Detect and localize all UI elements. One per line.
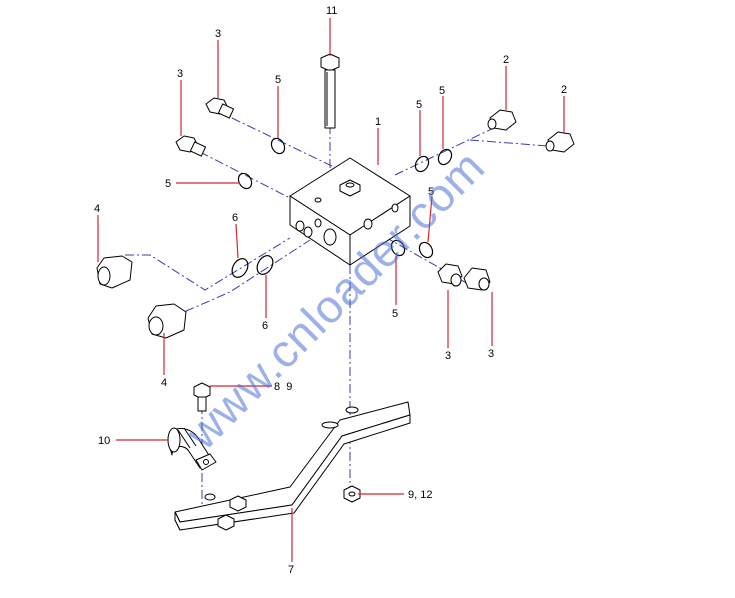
fitting-3-upper-left-a (205, 97, 235, 119)
fitting-2-right-a (487, 109, 517, 131)
callout-5-a: 5 (275, 74, 281, 86)
callout-5-e: 5 (428, 186, 434, 198)
callout-5-c: 5 (416, 99, 422, 111)
callout-1: 1 (375, 116, 381, 128)
callout-2-b: 2 (561, 84, 567, 96)
callout-3-d: 3 (488, 348, 494, 360)
callout-9-12: 9, 12 (408, 489, 432, 501)
callout-labels: 11 1 2 2 3 3 5 5 5 5 5 5 4 4 6 6 3 3 8 9… (94, 5, 567, 576)
bracket-plate (174, 401, 411, 531)
fitting-2-right-b (545, 131, 575, 153)
fitting-3-lower-right-a (437, 263, 463, 287)
callout-5-d: 5 (439, 85, 445, 97)
callout-5-f: 5 (392, 308, 398, 320)
callout-5-b: 5 (165, 178, 171, 190)
clamp-bolt (193, 382, 211, 412)
callout-4-b: 4 (161, 377, 167, 389)
callout-3-c: 3 (445, 350, 451, 362)
callout-3-a: 3 (215, 28, 221, 40)
fitting-4-left-b (147, 303, 187, 339)
callout-8-9: 8 9 (274, 381, 292, 393)
leader-lines (97, 18, 565, 562)
manifold-block (289, 157, 411, 266)
fitting-3-upper-left-b (175, 135, 207, 157)
long-bolt (320, 53, 340, 129)
o-rings (231, 137, 453, 278)
clamp (167, 427, 217, 471)
fittings (96, 97, 575, 339)
callout-2-a: 2 (503, 54, 509, 66)
callout-6-b: 6 (262, 320, 268, 332)
callout-10: 10 (98, 435, 110, 447)
bracket-bolts (217, 485, 361, 531)
fitting-3-lower-right-b (463, 267, 491, 291)
fitting-4-left-a (96, 255, 133, 289)
callout-6-a: 6 (232, 212, 238, 224)
callout-4-a: 4 (94, 203, 100, 215)
callout-3-b: 3 (177, 68, 183, 80)
callout-7: 7 (288, 564, 294, 576)
callout-11: 11 (326, 5, 337, 17)
